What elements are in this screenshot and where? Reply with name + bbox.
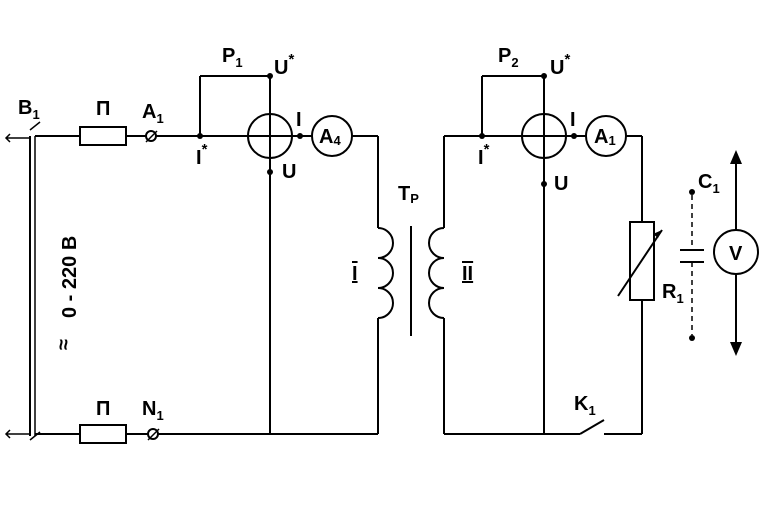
winding-2-label: II <box>462 263 473 285</box>
resistor-label: R1 <box>662 281 684 306</box>
ammeter-a4-text: A4 <box>319 126 341 148</box>
p1-i-label: I <box>296 109 302 131</box>
fuse-bottom <box>79 424 127 444</box>
ammeter-a1-text: A1 <box>594 126 616 148</box>
variable-resistor-r1 <box>617 221 663 301</box>
transformer <box>377 226 445 336</box>
wattmeter-p1-label: P1 <box>222 45 243 70</box>
ammeter-a1 <box>585 115 643 434</box>
wattmeter-p2 <box>479 73 586 434</box>
p2-u-star-label: U* <box>550 51 570 79</box>
ac-symbol: ≈ <box>53 339 75 350</box>
ammeter-a1-label: A1 <box>142 101 164 126</box>
transformer-label: TP <box>398 183 419 206</box>
bottom-supply-line <box>35 424 378 444</box>
fuse-bottom-label: П <box>96 398 110 420</box>
p1-u-label: U <box>282 161 296 183</box>
p2-i-star-label: I* <box>478 141 490 169</box>
p2-i-label: I <box>570 109 576 131</box>
top-supply-line <box>35 126 248 146</box>
fuse-top <box>79 126 127 146</box>
capacitor-c1 <box>680 189 704 341</box>
wattmeter-p1 <box>197 73 312 434</box>
fuse-top-label: П <box>96 98 110 120</box>
breaker-label: B1 <box>18 97 40 122</box>
switch-label: K1 <box>574 393 596 418</box>
capacitor-label: C1 <box>698 171 720 196</box>
neutral-label: N1 <box>142 398 164 423</box>
p2-u-label: U <box>554 173 568 195</box>
p1-i-star-label: I* <box>196 141 208 169</box>
p1-u-star-label: U* <box>274 51 294 79</box>
voltmeter-label: V <box>729 243 743 265</box>
winding-1-label: I <box>352 263 358 285</box>
ammeter-a4 <box>311 115 379 434</box>
voltmeter <box>713 150 759 356</box>
supply-terminals <box>4 121 41 441</box>
wattmeter-p2-label: P2 <box>498 45 519 70</box>
voltage-range-label: 0 - 220 B <box>59 236 81 318</box>
